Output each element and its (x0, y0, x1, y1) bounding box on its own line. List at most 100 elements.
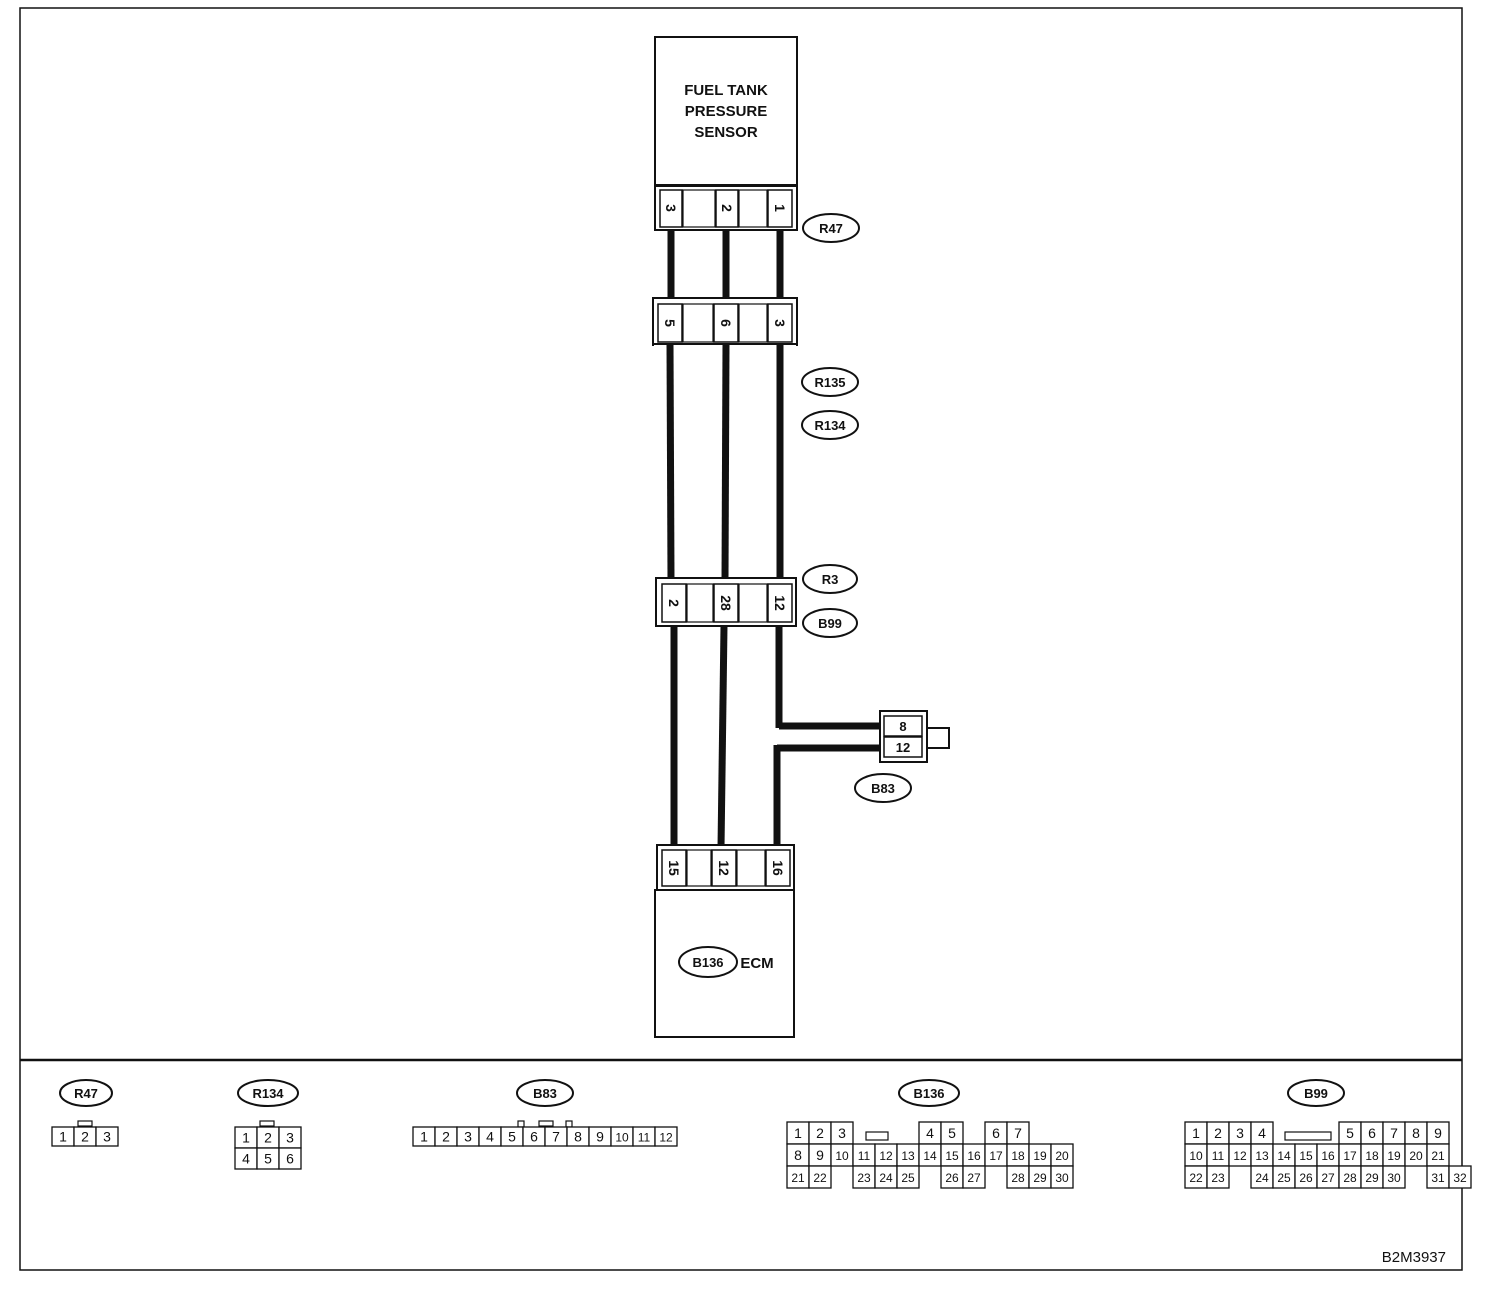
legend-b99-pin-8: 8 (1412, 1125, 1420, 1141)
connector-r3-b99: 2 28 12 (655, 577, 797, 627)
r135-pin-3: 3 (772, 319, 788, 327)
legend-b136-pin-10: 10 (835, 1149, 849, 1163)
legend-r47-pin-3: 3 (103, 1129, 111, 1145)
legend-b83-pin-1: 1 (420, 1129, 428, 1145)
wires-segment-2 (666, 343, 784, 581)
legend-r134-pin-1: 1 (242, 1130, 250, 1146)
legend-b99-pin-14: 14 (1277, 1149, 1291, 1163)
svg-text:B99: B99 (818, 616, 842, 631)
b83-pin-8: 8 (899, 719, 906, 734)
legend-b136-label: B136 (913, 1086, 944, 1101)
legend-b99-pin-30: 30 (1387, 1171, 1401, 1185)
legend-b136-pin-cell (962, 1165, 986, 1189)
legend-b99-pin-4: 4 (1258, 1125, 1266, 1141)
legend-b83-label: B83 (533, 1086, 557, 1101)
legend-b136-pin-29: 29 (1033, 1171, 1047, 1185)
legend-b136-pin-2: 2 (816, 1125, 824, 1141)
b136-pin-15: 15 (666, 860, 682, 876)
legend-b83-pin-8: 8 (574, 1129, 582, 1145)
legend-b83-pin-10: 10 (615, 1131, 629, 1145)
legend-b99-pin-5: 5 (1346, 1125, 1354, 1141)
legend-b136-pin-4: 4 (926, 1125, 934, 1141)
legend-b136-pin-cell (808, 1165, 832, 1189)
r3-pin-28: 28 (718, 595, 734, 611)
legend-b99-pin-2: 2 (1214, 1125, 1222, 1141)
legend-b99-pin-22: 22 (1189, 1171, 1203, 1185)
legend-b99-pin-3: 3 (1236, 1125, 1244, 1141)
legend-b136-pin-30: 30 (1055, 1171, 1069, 1185)
legend-b99-pin-18: 18 (1365, 1149, 1379, 1163)
svg-text:R3: R3 (822, 572, 839, 587)
legend-b99-pin-15: 15 (1299, 1149, 1313, 1163)
legend-b99-pin-7: 7 (1390, 1125, 1398, 1141)
connector-b136: 15 12 16 (656, 844, 795, 891)
fuel-tank-pressure-sensor-box (654, 36, 798, 186)
legend-b99-pin-19: 19 (1387, 1149, 1401, 1163)
legend-b136-pin-11: 11 (858, 1149, 871, 1163)
legend-b136-pin-26: 26 (945, 1171, 959, 1185)
legend-r47-pin-1: 1 (59, 1129, 67, 1145)
svg-text:R134: R134 (814, 418, 846, 433)
legend-r134-pin-4: 4 (242, 1151, 250, 1167)
ecm-connector-tag: B136 (678, 946, 738, 978)
legend-b83-pin-7: 7 (552, 1129, 560, 1145)
legend-b136-pin-9: 9 (816, 1147, 824, 1163)
connector-r47: 3 2 1 (654, 185, 798, 231)
b83-pin-12: 12 (896, 740, 910, 755)
diagram-frame (19, 7, 1463, 1271)
b83-tag: B83 (854, 773, 912, 803)
legend-b136-pin-17: 17 (989, 1149, 1003, 1163)
legend-b136-pin-24: 24 (879, 1171, 893, 1185)
legend-b136-pin-12: 12 (879, 1149, 893, 1163)
svg-text:R135: R135 (814, 375, 845, 390)
legend-b99-pin-11: 11 (1212, 1149, 1225, 1163)
r3-pin-12: 12 (772, 595, 788, 611)
legend-b136-pin-20: 20 (1055, 1149, 1069, 1163)
legend-b83-pin-12: 12 (659, 1131, 673, 1145)
ecm-label: ECM (740, 955, 773, 972)
legend-b99-pin-20: 20 (1409, 1149, 1423, 1163)
legend-r47-pin-cell (95, 1126, 119, 1147)
legend-b99-pin-26: 26 (1299, 1171, 1313, 1185)
legend-b136-pin-cell (896, 1165, 920, 1189)
legend-b136-pin-cell (1050, 1165, 1074, 1189)
legend-b99-pin-cell (1382, 1165, 1406, 1189)
legend-b99-pin-1: 1 (1192, 1125, 1200, 1141)
legend-r134-pin-5: 5 (264, 1151, 272, 1167)
legend-b83-pin-9: 9 (596, 1129, 604, 1145)
legend-b136-pin-27: 27 (967, 1171, 981, 1185)
legend-b136-pin-25: 25 (901, 1171, 915, 1185)
legend-b136-pin-23: 23 (857, 1171, 871, 1185)
sensor-label-line-2: PRESSURE (685, 103, 768, 120)
r135-pin-6: 6 (718, 319, 734, 327)
legend-b99-pin-21: 21 (1431, 1149, 1445, 1163)
figure-id: B2M3937 (1382, 1249, 1446, 1266)
legend-b99-pin-31: 31 (1431, 1171, 1445, 1185)
legend-r134-pin-cell (278, 1147, 302, 1170)
legend-b136-pin-6: 6 (992, 1125, 1000, 1141)
legend-b99-pin-23: 23 (1211, 1171, 1225, 1185)
legend-b136-pin-15: 15 (945, 1149, 959, 1163)
r134-tag: R134 (801, 410, 859, 440)
svg-text:B136: B136 (692, 955, 723, 970)
r3-tag: R3 (802, 564, 858, 594)
legend-b136-pin-16: 16 (967, 1149, 981, 1163)
legend-b83-pin-3: 3 (464, 1129, 472, 1145)
legend-b83-pin-6: 6 (530, 1129, 538, 1145)
legend-r134-pin-3: 3 (286, 1130, 294, 1146)
legend-b99-pin-32: 32 (1453, 1171, 1467, 1185)
legend-r134-pin-2: 2 (264, 1130, 272, 1146)
legend-b99-pin-cell (1448, 1165, 1472, 1189)
legend-b136-pin-21: 21 (791, 1171, 805, 1185)
r47-tag: R47 (802, 213, 860, 243)
legend-b136-pin-19: 19 (1033, 1149, 1047, 1163)
r135-pin-5: 5 (662, 319, 678, 327)
legend-b99-label: B99 (1304, 1086, 1328, 1101)
sensor-label-line-3: SENSOR (694, 124, 758, 141)
